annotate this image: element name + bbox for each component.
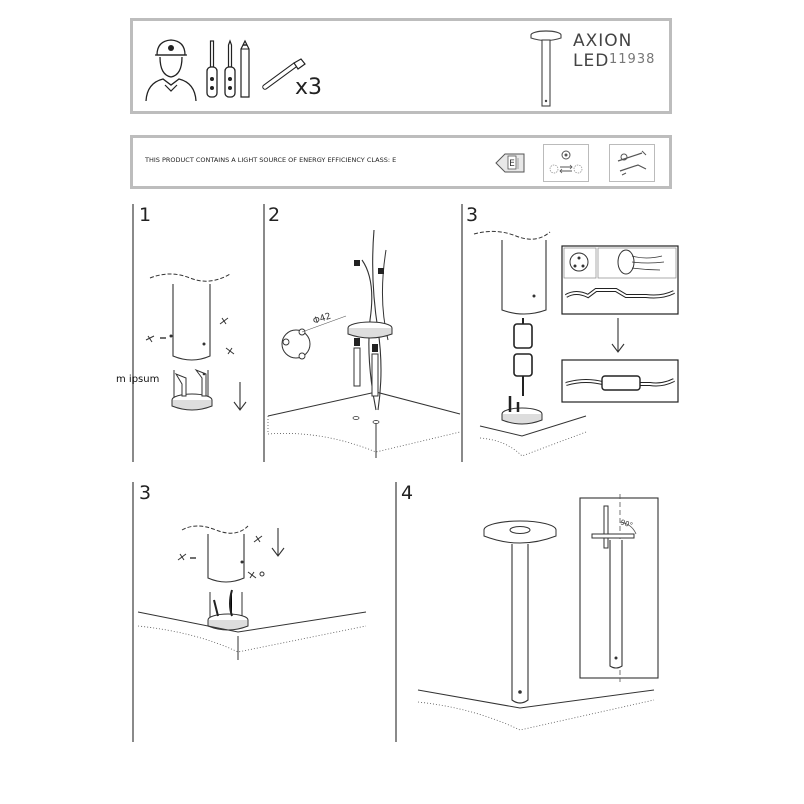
step-2-illustration: Φ42 bbox=[267, 229, 461, 458]
step-3b-divider bbox=[132, 482, 134, 742]
step-3-illustration bbox=[473, 230, 679, 457]
product-code: 11938 bbox=[609, 52, 656, 67]
remote-control-icon bbox=[549, 150, 583, 174]
energy-notice-panel: THIS PRODUCT CONTAINS A LIGHT SOURCE OF … bbox=[130, 135, 672, 189]
step-3b-illustration bbox=[137, 525, 367, 660]
energy-class-letter: E bbox=[509, 159, 515, 169]
step-4-divider bbox=[395, 482, 397, 742]
step-2-divider bbox=[263, 204, 265, 462]
energy-label-icon: E bbox=[495, 153, 525, 173]
installation-icon bbox=[617, 150, 647, 176]
lamp-thumbnail bbox=[530, 30, 562, 107]
installation-icon-frame bbox=[609, 144, 655, 182]
pencil-icon bbox=[240, 39, 250, 98]
product-title: AXION LED bbox=[573, 31, 633, 71]
step-1-caption: m ipsum bbox=[116, 374, 160, 385]
step-4-number: 4 bbox=[401, 482, 414, 504]
energy-notice-text: THIS PRODUCT CONTAINS A LIGHT SOURCE OF … bbox=[145, 156, 397, 164]
step-3-divider bbox=[461, 204, 463, 462]
installer-icon bbox=[145, 39, 197, 102]
header-panel: x3 AXION LED 11938 bbox=[130, 18, 672, 114]
remote-control-icon-frame bbox=[543, 144, 589, 182]
step-2-number: 2 bbox=[268, 204, 281, 226]
step-4-illustration: 90° bbox=[417, 494, 659, 731]
screwdriver-phillips-icon bbox=[224, 39, 236, 98]
step-3-number: 3 bbox=[466, 204, 479, 226]
step-3b-number: 3 bbox=[139, 482, 152, 504]
step-1-divider bbox=[132, 204, 134, 462]
screwdriver-flat-icon bbox=[206, 40, 218, 98]
screw-icon bbox=[262, 58, 306, 90]
step-1-illustration bbox=[145, 273, 247, 411]
screw-count: x3 bbox=[295, 75, 323, 100]
step-4-angle: 90° bbox=[619, 518, 633, 529]
step-1-number: 1 bbox=[139, 204, 152, 226]
